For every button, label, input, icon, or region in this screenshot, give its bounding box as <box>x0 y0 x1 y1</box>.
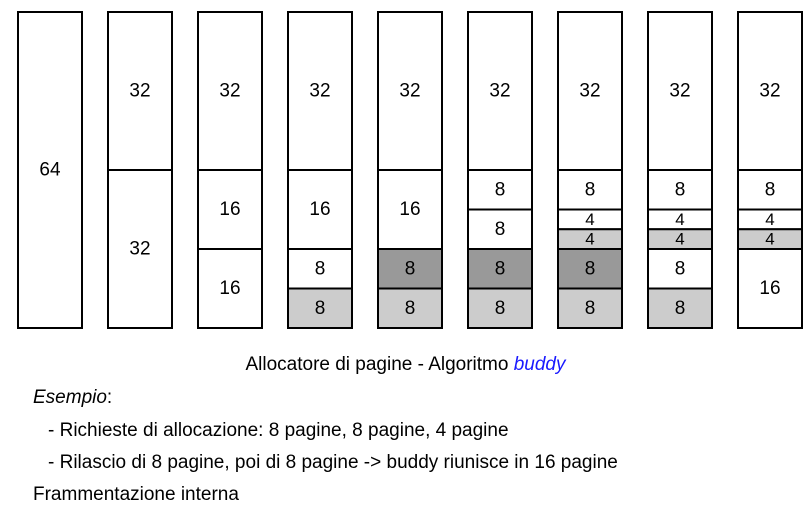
block-label: 4 <box>765 210 774 229</box>
block-label: 4 <box>585 230 594 249</box>
block-label: 32 <box>309 81 330 102</box>
caption-emphasis: buddy <box>513 354 566 375</box>
block-free-64 <box>17 11 83 329</box>
block-label: 16 <box>309 199 330 220</box>
block-label: 32 <box>489 81 510 102</box>
example-colon: : <box>106 387 113 408</box>
block-free-16 <box>287 169 353 250</box>
block-label: 32 <box>129 81 150 102</box>
block-label: 4 <box>585 210 594 229</box>
block-label: 32 <box>399 81 420 102</box>
block-free-32 <box>737 11 803 171</box>
diagram-caption: Allocatore di pagine - Algoritmo buddy <box>0 354 811 376</box>
block-free-8 <box>557 169 623 211</box>
internal-fragmentation-note: Frammentazione interna <box>33 484 239 505</box>
memory-column-7: 32 8 44 8 8 <box>557 11 623 329</box>
block-label: 8 <box>315 298 326 319</box>
block-label: 32 <box>759 81 780 102</box>
block-label: 16 <box>759 278 780 299</box>
block-allocated-8 <box>557 287 623 329</box>
memory-column-5: 32 16 8 8 <box>377 11 443 329</box>
block-allocated-8 <box>467 287 533 329</box>
block-label: 32 <box>579 81 600 102</box>
memory-column-1: 64 <box>17 11 83 329</box>
block-free-32 <box>107 11 173 171</box>
block-label: 16 <box>399 199 420 220</box>
release-item: - Rilascio di 8 pagine, poi di 8 pagine … <box>48 452 618 473</box>
block-free-32 <box>107 169 173 329</box>
block-label: 8 <box>675 258 686 279</box>
block-label: 32 <box>669 81 690 102</box>
example-heading: Esempio: <box>33 387 112 409</box>
block-label: 4 <box>675 230 684 249</box>
block-allocated-8 <box>377 287 443 329</box>
block-free-8 <box>467 208 533 250</box>
example-label: Esempio <box>33 387 107 408</box>
block-label: 16 <box>219 199 240 220</box>
block-label: 32 <box>219 81 240 102</box>
block-label: 8 <box>585 179 596 200</box>
block-label: 8 <box>495 219 506 240</box>
block-label: 64 <box>39 160 61 181</box>
block-label: 8 <box>675 179 686 200</box>
block-label: 8 <box>405 298 416 319</box>
block-free-16 <box>197 248 263 329</box>
block-free-32 <box>377 11 443 171</box>
block-label: 8 <box>495 258 506 279</box>
block-label: 16 <box>219 278 240 299</box>
buddy-allocation-diagram: 6432323216163216883216883288883284488328… <box>17 11 803 329</box>
block-free-16 <box>377 169 443 250</box>
block-free-8 <box>647 248 713 290</box>
memory-column-3: 32 16 16 <box>197 11 263 329</box>
block-label: 8 <box>315 258 326 279</box>
block-free-8 <box>467 169 533 211</box>
block-free-32 <box>557 11 623 171</box>
block-label: 8 <box>495 179 506 200</box>
block-free-8 <box>647 169 713 211</box>
memory-column-2: 32 32 <box>107 11 173 329</box>
caption-text: Allocatore di pagine - Algoritmo <box>245 354 514 375</box>
memory-column-6: 32 8 8 8 8 <box>467 11 533 329</box>
block-allocated-8 <box>647 287 713 329</box>
memory-column-4: 32 16 8 8 <box>287 11 353 329</box>
block-label: 8 <box>495 298 506 319</box>
block-label: 32 <box>129 239 150 260</box>
block-label: 8 <box>405 258 416 279</box>
block-label: 8 <box>675 298 686 319</box>
block-label: 8 <box>585 298 596 319</box>
memory-column-8: 32 8 44 8 8 <box>647 11 713 329</box>
memory-column-9: 32 8 44 16 <box>737 11 803 329</box>
block-label: 4 <box>765 230 774 249</box>
block-allocated-dark-8 <box>557 248 623 290</box>
block-free-32 <box>647 11 713 171</box>
block-label: 8 <box>585 258 596 279</box>
block-free-16 <box>737 248 803 329</box>
block-allocated-8 <box>287 287 353 329</box>
allocation-requests-item: - Richieste di allocazione: 8 pagine, 8 … <box>48 420 509 441</box>
block-free-32 <box>197 11 263 171</box>
block-label: 4 <box>675 210 684 229</box>
block-label: 8 <box>765 179 776 200</box>
